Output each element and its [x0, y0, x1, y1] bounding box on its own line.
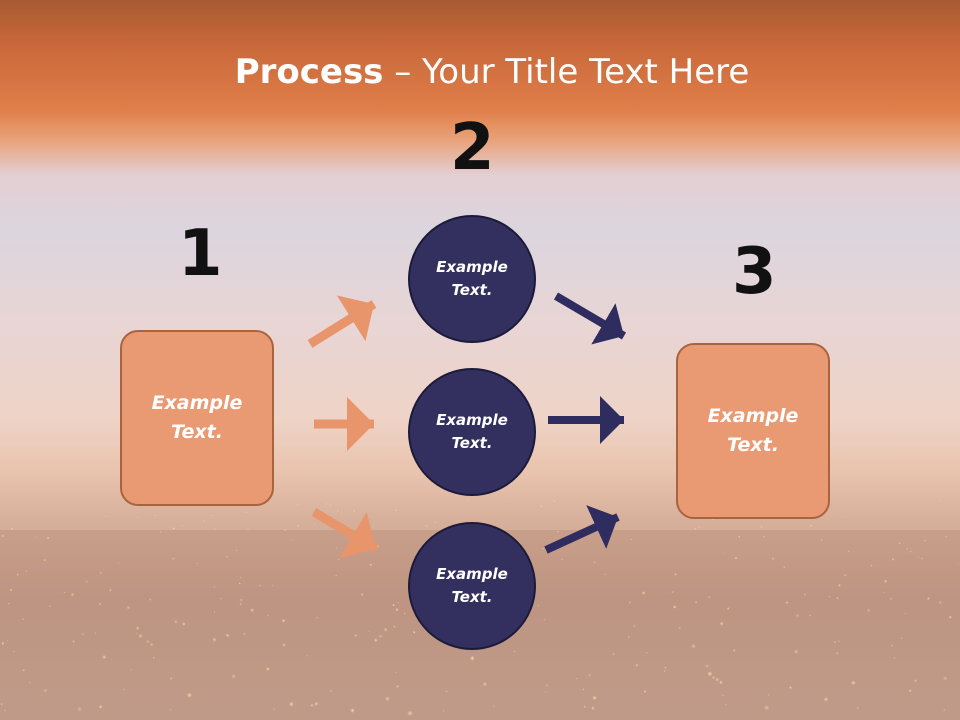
step-1-text: Example Text. [151, 392, 243, 443]
slide-title: Process – Your Title Text Here [0, 52, 960, 92]
step-2-circle-top: Example Text. [408, 215, 536, 343]
title-bold: Process [234, 52, 384, 92]
step-1-box: Example Text. [120, 330, 274, 506]
step-1-number: 1 [178, 217, 223, 291]
step-2-text-bottom: Example Text. [436, 565, 508, 606]
arrow-1-to-2-top [307, 295, 377, 348]
step-3-box: Example Text. [676, 343, 830, 519]
step-2-circle-middle: Example Text. [408, 368, 536, 496]
arrow-2-top-to-3 [553, 292, 627, 345]
step-3-number: 3 [732, 235, 777, 309]
title-rest: – Your Title Text Here [383, 52, 750, 92]
step-3-text: Example Text. [707, 405, 799, 456]
arrow-2-bottom-to-3 [544, 505, 620, 554]
step-2-text-top: Example Text. [436, 258, 508, 299]
step-2-number: 2 [450, 111, 495, 185]
step-2-circle-bottom: Example Text. [408, 522, 536, 650]
step-2-text-middle: Example Text. [436, 411, 508, 452]
arrow-1-to-2-bottom [311, 508, 379, 559]
